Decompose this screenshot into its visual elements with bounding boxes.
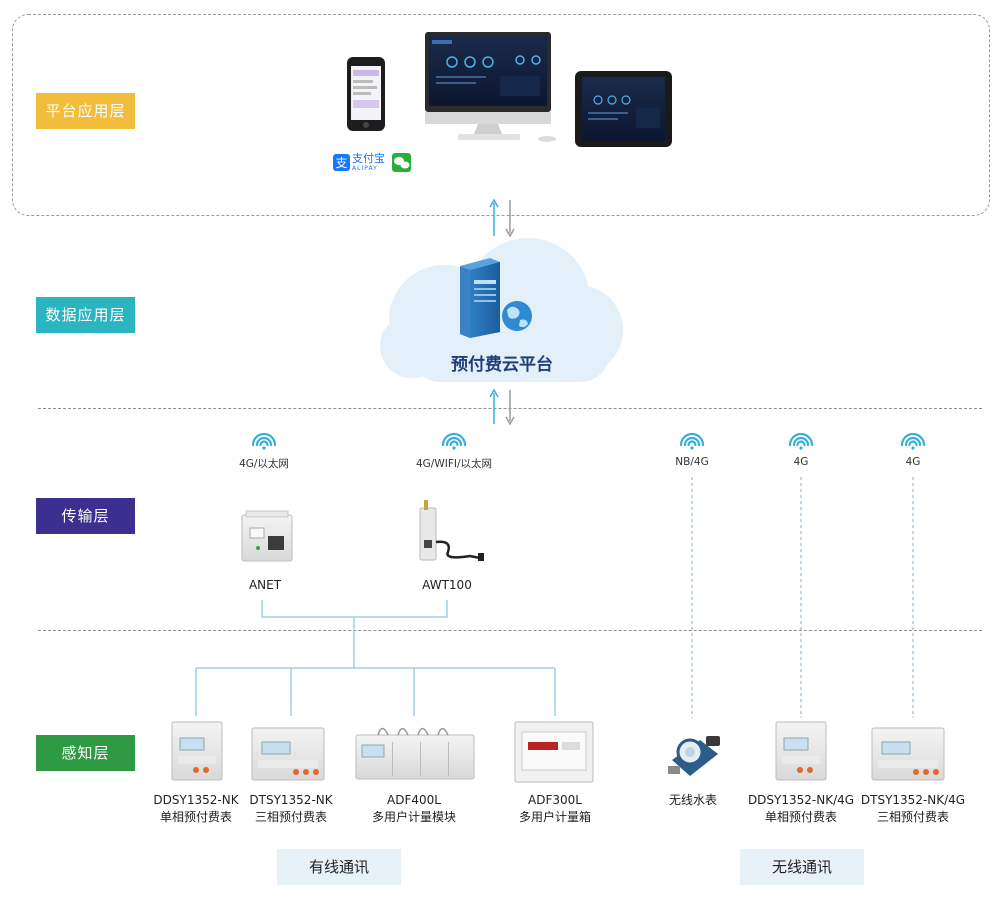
wifi-label-water-meter: NB/4G: [675, 456, 709, 468]
device-desc-dtsy1352-nk-4g: 三相预付费表: [876, 810, 950, 824]
cloud-platform-label: 预付费云平台: [451, 355, 553, 375]
dtsy1352-nk-meter-icon: [251, 727, 325, 781]
water-meter-icon: [668, 736, 720, 776]
layer-label-transport: 传输层: [36, 498, 135, 534]
ddsy1352-nk-4g-meter-icon: [775, 721, 827, 781]
gateway-label-awt100: AWT100: [422, 578, 472, 592]
wired-communication-label: 有线通讯: [277, 849, 401, 885]
dtsy1352-nk-4g-meter-icon: [871, 727, 945, 781]
server-icon: [460, 258, 500, 338]
alipay-name: 支付宝: [352, 152, 385, 165]
wifi-icon: [251, 432, 277, 450]
layer-label-data: 数据应用层: [36, 297, 135, 333]
wireless-communication-label: 无线通讯: [740, 849, 864, 885]
wifi-icon: [441, 432, 467, 450]
device-model-ddsy1352-nk: DDSY1352-NK: [153, 793, 239, 807]
adf300l-box-icon: [514, 721, 594, 783]
awt100-gateway-icon: [419, 500, 484, 561]
wifi-icon: [900, 432, 926, 450]
adf400l-module-icon: [355, 727, 475, 780]
arrow-down-cloud-to-transport: [505, 390, 515, 426]
device-desc-dtsy1352-nk: 三相预付费表: [254, 810, 328, 824]
arrow-down-platform-to-cloud: [505, 200, 515, 238]
wifi-icons: [251, 432, 926, 450]
device-model-dtsy1352-nk-4g: DTSY1352-NK/4G: [860, 793, 966, 807]
arrow-up-transport-to-cloud: [489, 388, 499, 424]
wifi-icon: [788, 432, 814, 450]
device-desc-ddsy1352-nk-4g: 单相预付费表: [764, 810, 838, 824]
wifi-icon: [679, 432, 705, 450]
anet-gateway-icon: [241, 510, 293, 562]
gateway-label-anet: ANET: [248, 578, 282, 592]
smartphone-icon: [347, 57, 385, 131]
platform-layer-frame: [12, 14, 990, 216]
desktop-monitor-icon: [425, 32, 556, 142]
wireless-connection-lines: [691, 477, 914, 718]
wechat-logo-icon: [392, 153, 411, 172]
tablet-icon: [575, 71, 672, 147]
layer-label-perception: 感知层: [36, 735, 135, 771]
arrow-up-cloud-to-platform: [489, 198, 499, 236]
wifi-label-awt100: 4G/WIFI/以太网: [415, 458, 493, 470]
device-desc-adf400l: 多用户计量模块: [371, 810, 457, 824]
wifi-label-anet: 4G/以太网: [239, 458, 289, 470]
layer-label-platform: 平台应用层: [36, 93, 135, 129]
separator-transport-perception: [38, 630, 982, 631]
wifi-label-ddsy-4g: 4G: [793, 456, 809, 468]
device-model-adf400l: ADF400L: [387, 793, 441, 807]
wired-connection-lines: [195, 600, 556, 716]
device-desc-water-meter: 无线水表: [668, 793, 718, 807]
svg-text:支: 支: [335, 156, 347, 170]
device-model-ddsy1352-nk-4g: DDSY1352-NK/4G: [747, 793, 855, 807]
alipay-logo-icon: 支: [333, 154, 350, 171]
alipay-subtitle: ALIPAY: [352, 165, 378, 172]
ddsy1352-nk-meter-icon: [171, 721, 223, 781]
device-desc-adf300l: 多用户计量箱: [518, 810, 592, 824]
device-model-dtsy1352-nk: DTSY1352-NK: [249, 793, 333, 807]
wifi-label-dtsy-4g: 4G: [905, 456, 921, 468]
device-model-adf300l: ADF300L: [528, 793, 582, 807]
globe-icon: [502, 301, 532, 331]
device-desc-ddsy1352-nk: 单相预付费表: [159, 810, 233, 824]
